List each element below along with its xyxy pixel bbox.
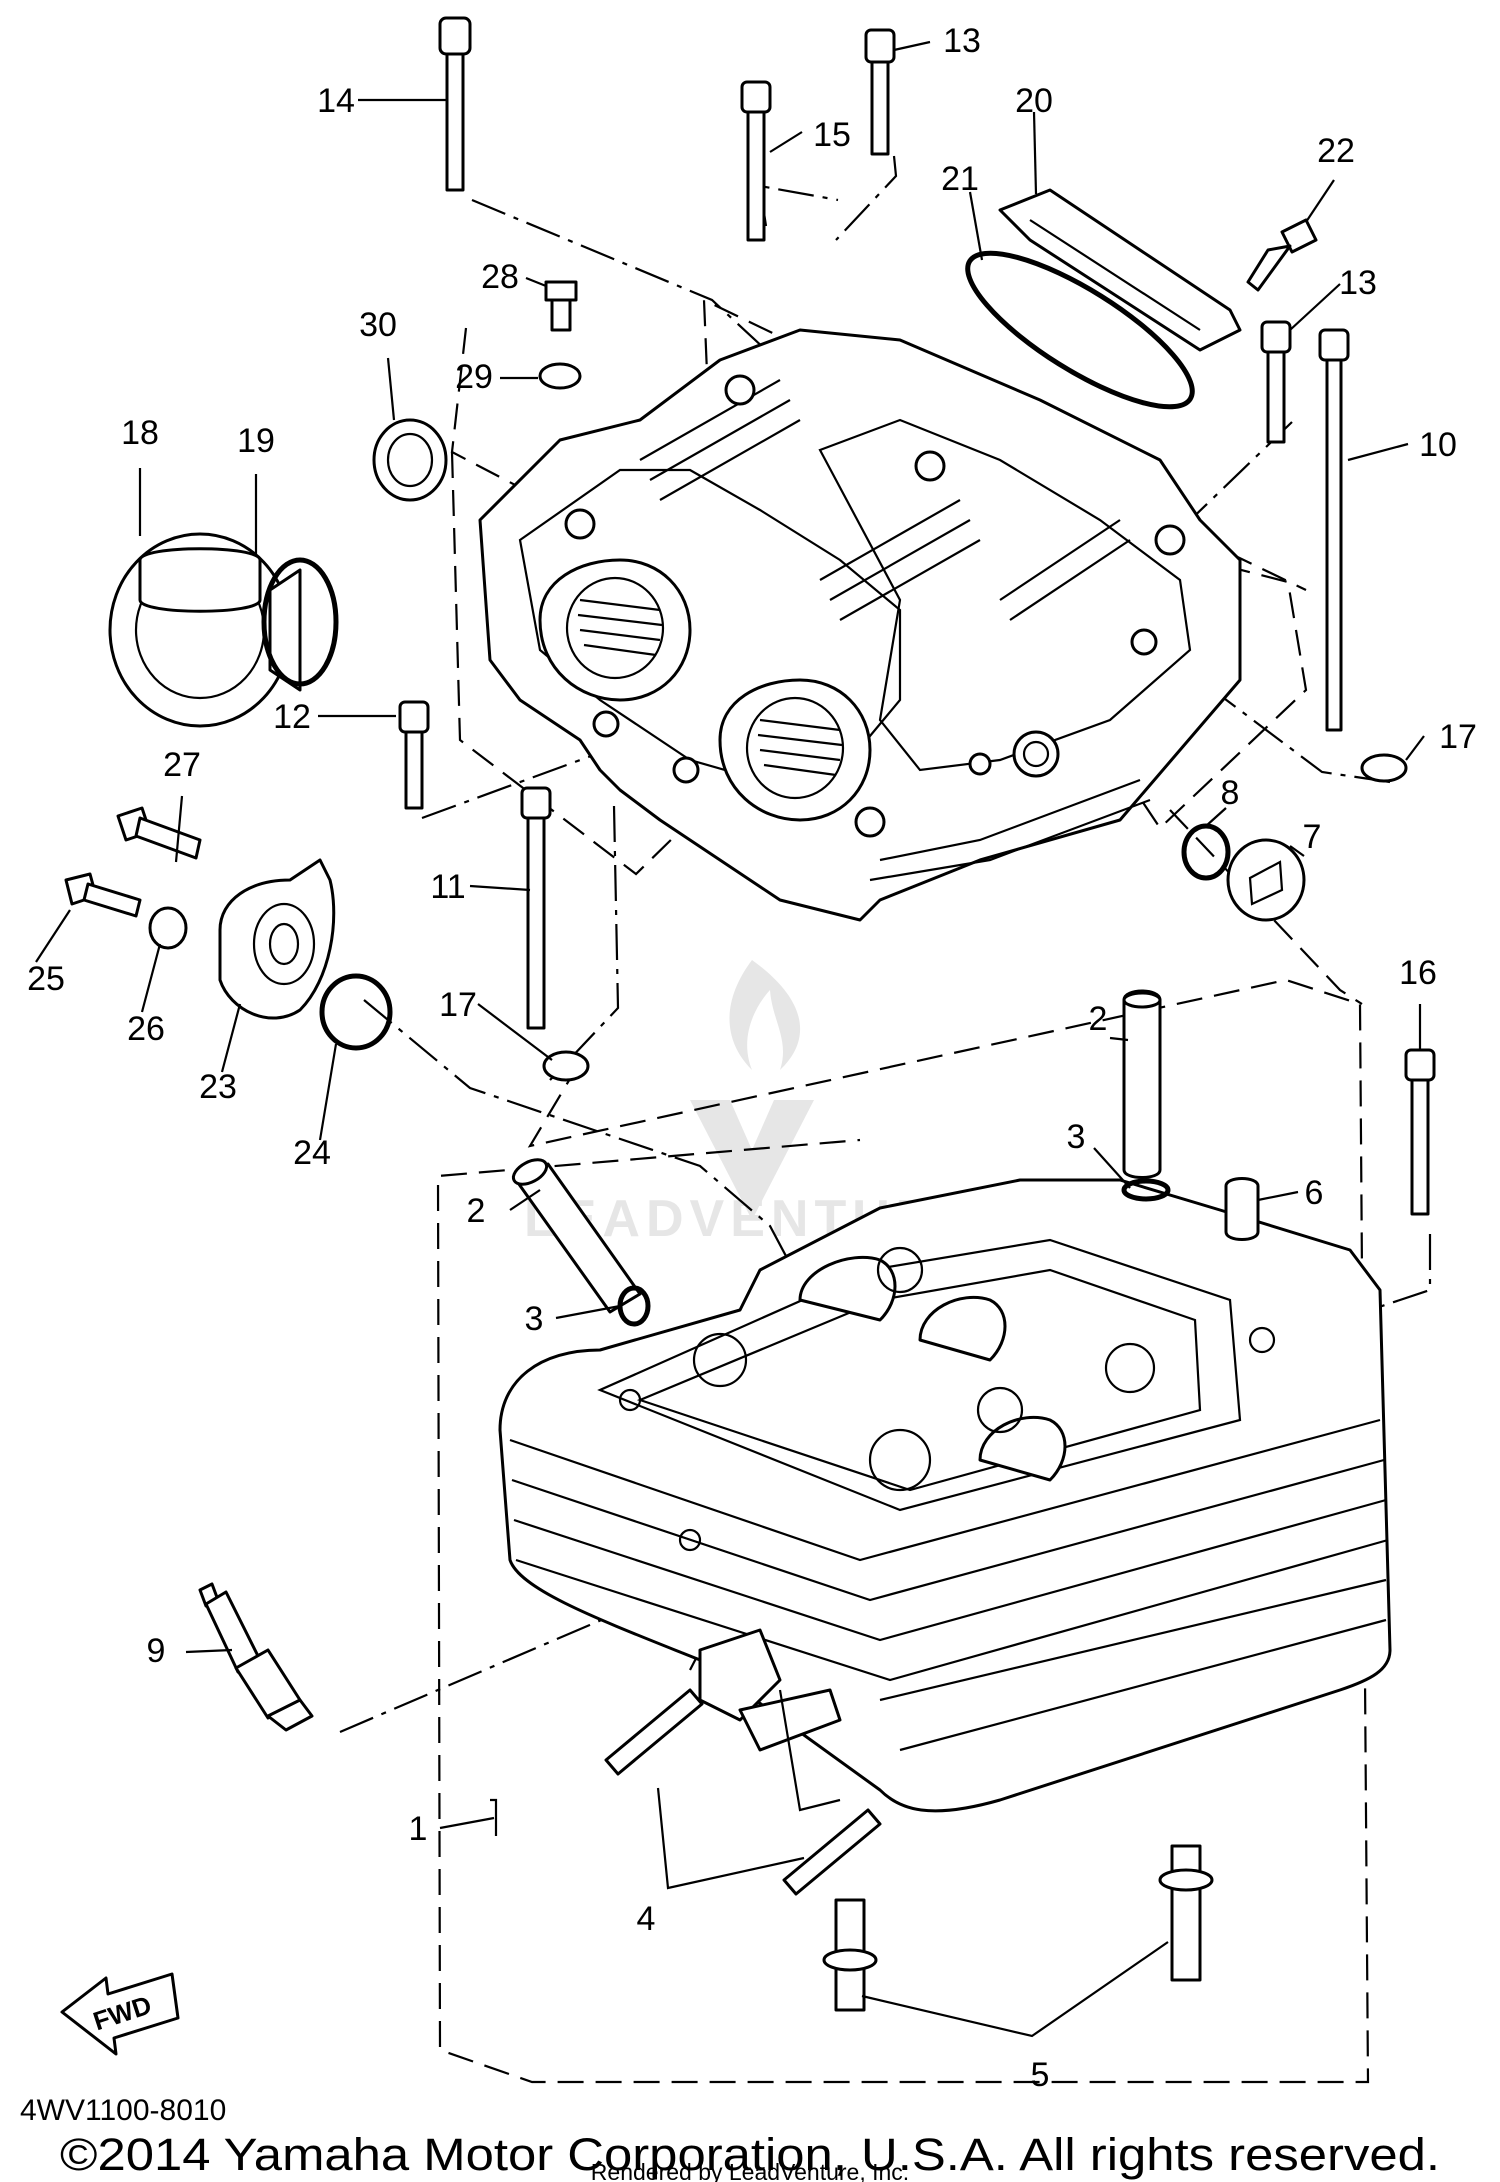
stud-5-right bbox=[1158, 1844, 1214, 1982]
o-ring-19 bbox=[261, 557, 339, 687]
stud-4-right bbox=[782, 1808, 882, 1896]
bolt-13-top bbox=[864, 28, 896, 156]
callout-3: 3 bbox=[1067, 1118, 1086, 1156]
clip-3-right bbox=[1121, 1178, 1171, 1202]
gasket-20 bbox=[998, 188, 1242, 352]
dowel-6 bbox=[1224, 1177, 1260, 1241]
callout-16: 16 bbox=[1399, 954, 1437, 992]
callout-25: 25 bbox=[27, 960, 65, 998]
bolt-28 bbox=[544, 280, 578, 332]
ring-30 bbox=[372, 418, 448, 502]
head-cover bbox=[478, 328, 1242, 922]
callout-8: 8 bbox=[1221, 774, 1240, 812]
callout-1: 1 bbox=[409, 1810, 428, 1848]
plug-7 bbox=[1226, 838, 1306, 922]
callout-24: 24 bbox=[293, 1134, 331, 1172]
spark-plug-9 bbox=[198, 1582, 314, 1732]
cap-18 bbox=[108, 532, 302, 728]
o-ring-24 bbox=[319, 973, 393, 1051]
washer-29 bbox=[538, 362, 582, 390]
leader-lines bbox=[35, 40, 1425, 2038]
callout-15: 15 bbox=[813, 116, 851, 154]
part-code: 4WV1100-8010 bbox=[20, 2094, 226, 2127]
callout-21: 21 bbox=[941, 160, 979, 198]
stud-4-left bbox=[604, 1688, 704, 1776]
callout-11: 11 bbox=[430, 868, 465, 906]
bolt-22 bbox=[1246, 218, 1318, 292]
fwd-arrow-icon: FWD bbox=[60, 1972, 180, 2056]
washer-26 bbox=[148, 906, 188, 950]
callout-17: 17 bbox=[1439, 718, 1477, 756]
callout-26: 26 bbox=[127, 1010, 165, 1048]
callout-3: 3 bbox=[525, 1300, 544, 1338]
stud-11 bbox=[520, 786, 552, 1030]
callout-13: 13 bbox=[1339, 264, 1377, 302]
callout-20: 20 bbox=[1015, 82, 1053, 120]
copyright-notice: ©2014 Yamaha Motor Corporation, U.S.A. A… bbox=[60, 2129, 1440, 2180]
washer-17-right bbox=[1360, 753, 1408, 783]
callout-27: 27 bbox=[163, 746, 201, 784]
callout-4: 4 bbox=[637, 1900, 656, 1938]
cylinder-head bbox=[498, 1178, 1392, 1813]
callout-12: 12 bbox=[273, 698, 311, 736]
o-ring-21 bbox=[965, 250, 1195, 410]
rendered-by: Rendered by LeadVenture, Inc. bbox=[591, 2159, 909, 2182]
callout-30: 30 bbox=[359, 306, 397, 344]
bolt-13-right bbox=[1260, 320, 1292, 444]
stud-5-left bbox=[822, 1898, 878, 2012]
bolt-25 bbox=[64, 872, 142, 918]
callout-18: 18 bbox=[121, 414, 159, 452]
bolt-15 bbox=[740, 80, 772, 242]
callout-14: 14 bbox=[317, 82, 355, 120]
o-ring-8 bbox=[1181, 823, 1231, 881]
callout-2: 2 bbox=[1089, 1000, 1108, 1038]
washer-17-left bbox=[542, 1050, 590, 1082]
callout-28: 28 bbox=[481, 258, 519, 296]
callout-19: 19 bbox=[237, 422, 275, 460]
callout-5: 5 bbox=[1031, 2056, 1050, 2094]
callout-10: 10 bbox=[1419, 426, 1457, 464]
callout-2: 2 bbox=[467, 1192, 486, 1230]
callout-22: 22 bbox=[1317, 132, 1355, 170]
callout-9: 9 bbox=[147, 1632, 166, 1670]
callout-7: 7 bbox=[1303, 818, 1322, 856]
valve-guide-2-right bbox=[1122, 989, 1162, 1179]
bolt-27 bbox=[116, 806, 202, 860]
bolt-14 bbox=[438, 16, 472, 192]
valve-guide-2-left bbox=[511, 1158, 642, 1314]
bolt-12 bbox=[398, 700, 430, 810]
callout-13: 13 bbox=[943, 22, 981, 60]
callout-6: 6 bbox=[1305, 1174, 1324, 1212]
callout-17: 17 bbox=[439, 986, 477, 1024]
callout-29: 29 bbox=[455, 358, 493, 396]
callout-23: 23 bbox=[199, 1068, 237, 1106]
bolt-16 bbox=[1404, 1048, 1436, 1216]
bolt-10 bbox=[1318, 328, 1350, 732]
callout-labels: 1 2 2 3 3 4 5 6 7 8 9 10 11 12 13 13 14 … bbox=[27, 22, 1477, 2094]
tensioner-23 bbox=[218, 858, 336, 1020]
